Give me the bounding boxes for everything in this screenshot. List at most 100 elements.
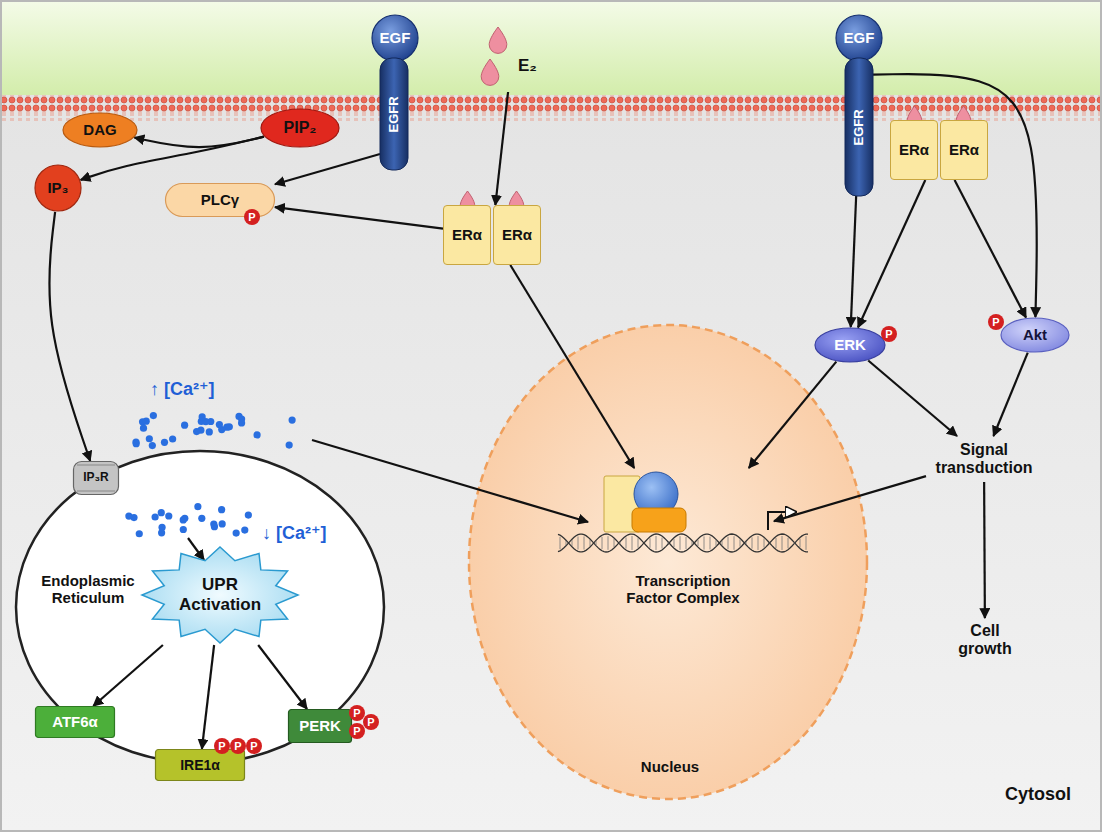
receptor-monomer: ERα <box>890 120 938 180</box>
calcium-dot <box>198 515 205 522</box>
receptor-dimer: ERα ERα <box>443 205 541 265</box>
calcium-dot <box>143 418 150 425</box>
phospho-mark: P <box>214 738 230 754</box>
signal-arrow <box>873 74 1037 317</box>
stress-star: UPR Activation <box>140 545 300 645</box>
nucleus-ellipse: Nucleus Transcription Factor Complex <box>468 324 868 800</box>
phospho-mark: P <box>363 714 379 730</box>
molecule-ellipse: DAG <box>62 112 138 148</box>
calcium-dot <box>140 425 147 432</box>
calcium-dot <box>133 440 140 447</box>
calcium-dot <box>146 435 153 442</box>
node-text: PLCγ <box>201 191 239 208</box>
phospho-mark: P <box>988 314 1004 330</box>
signal-arrow <box>495 92 508 205</box>
calcium-dot <box>289 416 296 423</box>
calcium-dot <box>193 428 200 435</box>
node-text: Cell growth <box>950 622 1020 659</box>
calcium-dot <box>219 520 226 527</box>
receptor-monomer: ERα <box>940 120 988 180</box>
phospho-mark: P <box>244 209 260 225</box>
calcium-dot <box>161 439 168 446</box>
node-text: UPR Activation <box>170 575 270 614</box>
molecule-ellipse: PIP₂ <box>260 108 340 148</box>
node-text: ATF6α <box>52 713 98 730</box>
node-text: Endoplasmic Reticulum <box>32 572 144 607</box>
phospho-mark: P <box>881 326 897 342</box>
calcium-dot <box>241 526 248 533</box>
calcium-dot <box>199 413 206 420</box>
outcome-text: Cell growth <box>950 618 1020 662</box>
calcium-dot <box>181 515 188 522</box>
node-text: Signal transduction <box>926 441 1042 478</box>
channel-barrel: IP₃R <box>73 461 119 495</box>
node-text: ERα <box>502 226 532 243</box>
sensor-box: ATF6α <box>35 706 115 738</box>
phospho-mark: P <box>230 738 246 754</box>
node-text: IRE1α <box>180 757 220 773</box>
calcium-dot <box>238 419 245 426</box>
calcium-dot <box>180 526 187 533</box>
signal-arrow <box>275 207 443 229</box>
signal-arrow <box>993 353 1027 436</box>
calcium-dot <box>194 503 201 510</box>
calcium-dot <box>245 511 252 518</box>
node-text: EGF <box>844 29 875 46</box>
phospho-mark: P <box>246 738 262 754</box>
signal-arrow <box>851 196 856 327</box>
calcium-dot <box>149 442 156 449</box>
node-text: IP₃ <box>47 179 68 196</box>
node-text: E₂ <box>518 56 537 76</box>
node-text: ERK <box>834 336 866 353</box>
hormone-drops: E₂ <box>476 22 548 92</box>
molecule-circle: IP₃ <box>34 164 82 212</box>
signal-arrow <box>868 361 957 436</box>
calcium-dot <box>218 506 225 513</box>
node-text: IP₃R <box>83 471 109 485</box>
region-label: Cytosol <box>1005 784 1071 805</box>
signal-arrow <box>983 482 986 618</box>
calcium-dot <box>158 529 165 536</box>
node-text: EGF <box>380 29 411 46</box>
node-text: PERK <box>299 717 341 734</box>
calcium-label: ↑ [Ca²⁺] <box>150 378 215 400</box>
kinase-ellipse: ERK <box>814 327 886 363</box>
node-shape <box>476 22 548 92</box>
transcription-complex: Transcription Factor Complex <box>592 468 774 628</box>
signal-arrow <box>858 180 925 327</box>
node-text: Transcription Factor Complex <box>618 572 748 607</box>
node-text: Akt <box>1023 326 1047 343</box>
node-text: ERα <box>899 141 929 158</box>
sensor-box: IRE1α <box>155 749 245 781</box>
calcium-dot <box>286 441 293 448</box>
process-text: Signal transduction <box>926 436 1042 482</box>
signal-arrow <box>275 154 380 184</box>
node-text: PIP₂ <box>284 119 317 137</box>
node-text: EGFR <box>852 109 867 145</box>
kinase-ellipse: Akt <box>1000 317 1070 353</box>
calcium-dot <box>158 509 165 516</box>
calcium-dot <box>125 512 132 519</box>
calcium-dot <box>253 431 260 438</box>
calcium-label: ↓ [Ca²⁺] <box>262 522 327 544</box>
signal-arrow <box>955 180 1026 318</box>
calcium-dot <box>181 422 188 429</box>
calcium-dot <box>165 512 172 519</box>
calcium-dot <box>150 412 157 419</box>
ligand-circle: EGF <box>835 14 883 62</box>
node-text: ERα <box>452 226 482 243</box>
sensor-box: PERK <box>288 709 352 743</box>
node-text: ERα <box>949 141 979 158</box>
calcium-dot <box>152 513 159 520</box>
receptor-dimer: ERα ERα <box>890 120 988 180</box>
calcium-dot <box>226 423 233 430</box>
phospho-mark: P <box>349 723 365 739</box>
receptor-monomer: ERα <box>493 205 541 265</box>
node-text: Nucleus <box>641 758 699 775</box>
receptor-stalk: EGFR <box>845 58 873 196</box>
receptor-stalk: EGFR <box>380 58 408 170</box>
node-text: EGFR <box>387 96 402 132</box>
ligand-circle: EGF <box>371 14 419 62</box>
calcium-dot <box>136 530 143 537</box>
